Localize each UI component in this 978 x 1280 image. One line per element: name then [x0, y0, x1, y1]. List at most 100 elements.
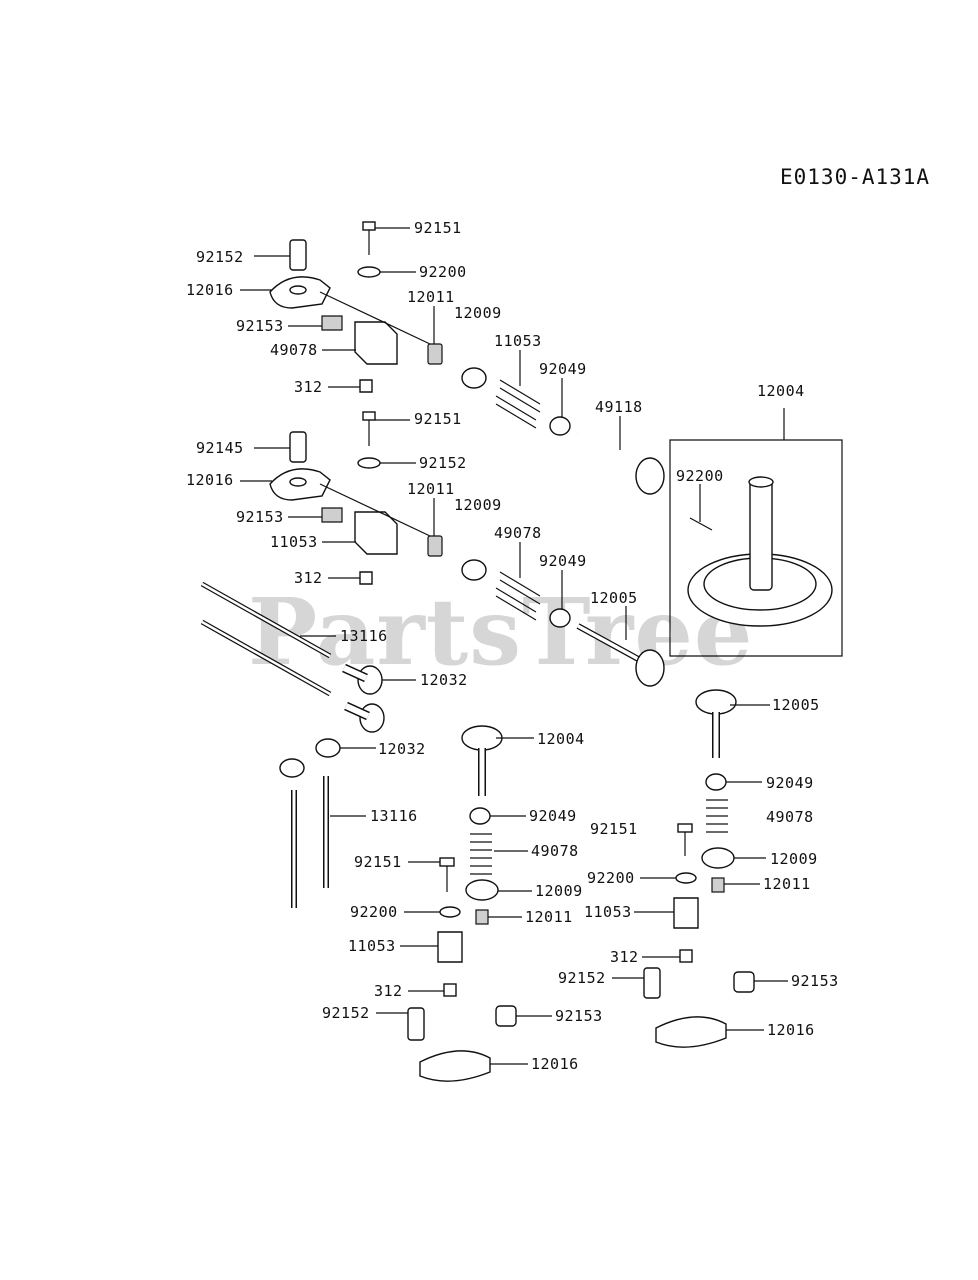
callout-49078-d[interactable]: 49078 — [531, 842, 579, 860]
callout-92153-a[interactable]: 92153 — [236, 317, 284, 335]
collar-92152-c[interactable] — [407, 1007, 425, 1041]
bracket-11053-d[interactable] — [673, 897, 699, 929]
callout-12011-c[interactable]: 12011 — [763, 875, 811, 893]
callout-11053-b[interactable]: 11053 — [270, 533, 318, 551]
callout-12011-a[interactable]: 12011 — [407, 288, 455, 306]
spring-49078[interactable] — [495, 379, 541, 429]
bolt-92153-d[interactable] — [733, 971, 755, 993]
nut-312-b[interactable] — [359, 571, 373, 585]
rocker-arm-12016-d[interactable] — [655, 1016, 727, 1048]
callout-92200-c[interactable]: 92200 — [587, 869, 635, 887]
callout-12005-b[interactable]: 12005 — [772, 696, 820, 714]
callout-92152-d[interactable]: 92152 — [322, 1004, 370, 1022]
retainer-12009-d[interactable] — [701, 847, 735, 869]
callout-12004-b[interactable]: 12004 — [537, 730, 585, 748]
collar-92152-d[interactable] — [643, 967, 661, 999]
washer-92200[interactable] — [357, 266, 381, 278]
bolt-92151-d[interactable] — [677, 823, 693, 833]
tappet-12032-d[interactable] — [315, 738, 341, 758]
rocker-arm-12016-c[interactable] — [419, 1050, 491, 1082]
collar-92152[interactable] — [289, 239, 307, 271]
callout-12005-a[interactable]: 12005 — [590, 589, 638, 607]
bracket-11053-b[interactable] — [354, 511, 398, 555]
callout-92049-b[interactable]: 92049 — [539, 552, 587, 570]
callout-92153-c[interactable]: 92153 — [791, 972, 839, 990]
callout-12009-c[interactable]: 12009 — [770, 850, 818, 868]
stem-seal-92049-d[interactable] — [705, 773, 727, 791]
nut-12011[interactable] — [427, 343, 443, 365]
callout-12004-a[interactable]: 49118 — [595, 398, 643, 416]
callout-312-c[interactable]: 312 — [610, 948, 639, 966]
callout-12032-b[interactable]: 12032 — [378, 740, 426, 758]
stem-seal-92049[interactable] — [549, 416, 571, 436]
collar-92152-b[interactable] — [289, 431, 307, 463]
callout-12009-b[interactable]: 12009 — [454, 496, 502, 514]
callout-12011-d[interactable]: 12011 — [525, 908, 573, 926]
callout-11053-c[interactable]: 11053 — [584, 903, 632, 921]
callout-92151-d[interactable]: 92151 — [354, 853, 402, 871]
callout-92151-a[interactable]: 92151 — [414, 219, 462, 237]
callout-49078-a[interactable]: 11053 — [494, 332, 542, 350]
retainer-12009-b[interactable] — [461, 559, 487, 581]
bolt-92151-c[interactable] — [439, 857, 455, 867]
washer-92200-c[interactable] — [439, 906, 461, 918]
callout-92152-b[interactable]: 92145 — [196, 439, 244, 457]
nut-312[interactable] — [359, 379, 373, 393]
callout-92151-b[interactable]: 92151 — [414, 410, 462, 428]
callout-92145[interactable]: 92200 — [676, 467, 724, 485]
bracket-11053[interactable] — [354, 321, 398, 365]
stem-seal-92049-b[interactable] — [549, 608, 571, 628]
callout-312-b[interactable]: 312 — [294, 569, 323, 587]
nut-312-c[interactable] — [443, 983, 457, 997]
bolt-92153[interactable] — [321, 315, 343, 331]
callout-92049-d[interactable]: 92049 — [529, 807, 577, 825]
callout-49078-b[interactable]: 49078 — [494, 524, 542, 542]
retainer-12009-c[interactable] — [465, 879, 499, 901]
callout-12011-b[interactable]: 12011 — [407, 480, 455, 498]
push-rod-13116[interactable] — [201, 582, 331, 658]
callout-92152-a[interactable]: 92152 — [196, 248, 244, 266]
callout-12016-b[interactable]: 12016 — [186, 471, 234, 489]
callout-11053-a[interactable]: 49078 — [270, 341, 318, 359]
callout-92200-a[interactable]: 92200 — [419, 263, 467, 281]
callout-92049-c[interactable]: 92049 — [766, 774, 814, 792]
callout-92200-d[interactable]: 92200 — [350, 903, 398, 921]
callout-12009-a[interactable]: 12009 — [454, 304, 502, 322]
stem-seal-92049-c[interactable] — [469, 807, 491, 825]
spring-49078-c[interactable] — [470, 833, 492, 875]
callout-12016-a[interactable]: 12016 — [186, 281, 234, 299]
callout-49118[interactable]: 12004 — [757, 382, 805, 400]
bolt-head-92151-b[interactable] — [362, 411, 376, 421]
callout-312-a[interactable]: 312 — [294, 378, 323, 396]
spring-49078-b[interactable] — [495, 571, 541, 621]
callout-92153-d[interactable]: 92153 — [555, 1007, 603, 1025]
retainer-12009[interactable] — [461, 367, 487, 389]
callout-12016-c[interactable]: 12016 — [767, 1021, 815, 1039]
nut-12011-d[interactable] — [711, 877, 725, 893]
nut-12011-b[interactable] — [427, 535, 443, 557]
callout-12009-d[interactable]: 12009 — [535, 882, 583, 900]
washer-92200-d[interactable] — [675, 872, 697, 884]
valve-12005-b[interactable] — [695, 689, 737, 715]
callout-13116-b[interactable]: 13116 — [370, 807, 418, 825]
pin-92145[interactable] — [689, 517, 713, 531]
nut-312-d[interactable] — [679, 949, 693, 963]
bracket-11053-c[interactable] — [437, 931, 463, 963]
bolt-92153-b[interactable] — [321, 507, 343, 523]
callout-12016-d[interactable]: 12016 — [531, 1055, 579, 1073]
callout-49078-c[interactable]: 49078 — [766, 808, 814, 826]
camshaft[interactable] — [749, 479, 773, 591]
callout-312-d[interactable]: 312 — [374, 982, 403, 1000]
tappet-12032-c[interactable] — [279, 758, 305, 778]
callout-12032-a[interactable]: 12032 — [420, 671, 468, 689]
callout-13116-a[interactable]: 13116 — [340, 627, 388, 645]
callout-92153-b[interactable]: 92153 — [236, 508, 284, 526]
valve-12005[interactable] — [635, 649, 665, 687]
callout-92151-c[interactable]: 92151 — [590, 820, 638, 838]
bolt-head-92151[interactable] — [362, 221, 376, 231]
callout-92200-b[interactable]: 92152 — [419, 454, 467, 472]
callout-92049-a[interactable]: 92049 — [539, 360, 587, 378]
washer-92200-b[interactable] — [357, 457, 381, 469]
valve-12004[interactable] — [635, 457, 665, 495]
nut-12011-c[interactable] — [475, 909, 489, 925]
